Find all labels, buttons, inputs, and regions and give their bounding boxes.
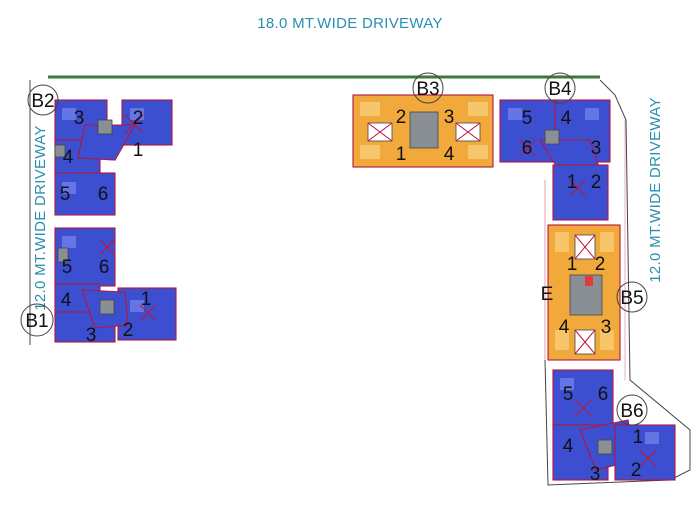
svg-text:3: 3 [86, 325, 97, 346]
svg-text:5: 5 [563, 384, 574, 405]
svg-text:6: 6 [99, 257, 110, 278]
svg-text:B5: B5 [620, 288, 643, 309]
block-b5 [547, 224, 621, 361]
units-b2: 3 2 1 4 5 6 [60, 108, 144, 205]
units-b5: 1 2 4 3 [559, 254, 612, 338]
svg-text:4: 4 [561, 108, 572, 129]
svg-text:2: 2 [631, 460, 642, 481]
svg-text:2: 2 [133, 108, 144, 129]
badge-b6: B6 [616, 394, 648, 426]
right-driveway-label: 12.0 MT.WIDE DRIVEWAY [647, 97, 664, 283]
svg-text:4: 4 [444, 144, 455, 165]
badge-b1: B1 [20, 303, 54, 337]
block-b1 [54, 227, 177, 343]
svg-text:B6: B6 [620, 401, 643, 422]
site-boundary [29, 79, 691, 486]
svg-text:2: 2 [123, 320, 134, 341]
svg-text:3: 3 [444, 107, 455, 128]
badge-b4: B4 [544, 72, 576, 104]
block-b2 [54, 99, 173, 216]
svg-text:2: 2 [396, 107, 407, 128]
badge-b5: B5 [616, 281, 648, 313]
units-b4: 5 4 6 3 1 2 [522, 108, 602, 193]
svg-text:1: 1 [141, 289, 152, 310]
svg-text:5: 5 [62, 257, 73, 278]
badge-b3: B3 [412, 72, 444, 104]
svg-text:4: 4 [61, 290, 72, 311]
block-b6 [552, 369, 676, 481]
label-e: E [541, 284, 554, 305]
svg-text:2: 2 [595, 254, 606, 275]
badge-b2: B2 [27, 84, 59, 116]
svg-text:1: 1 [567, 254, 578, 275]
svg-text:B1: B1 [25, 311, 48, 332]
svg-text:B2: B2 [31, 91, 54, 112]
svg-text:6: 6 [98, 184, 109, 205]
svg-text:1: 1 [567, 172, 578, 193]
svg-text:6: 6 [598, 384, 609, 405]
svg-text:5: 5 [60, 184, 71, 205]
svg-text:3: 3 [601, 317, 612, 338]
svg-text:3: 3 [74, 108, 85, 129]
svg-text:B4: B4 [548, 79, 572, 100]
svg-text:2: 2 [591, 172, 602, 193]
units-b3: 2 3 1 4 [396, 107, 455, 165]
svg-text:4: 4 [559, 317, 570, 338]
svg-text:3: 3 [590, 464, 601, 485]
block-b4 [499, 99, 611, 221]
block-b3 [352, 94, 494, 168]
svg-text:B3: B3 [416, 79, 439, 100]
units-b6: 5 6 1 4 3 2 [563, 384, 644, 485]
svg-text:1: 1 [133, 140, 144, 161]
svg-text:1: 1 [633, 427, 644, 448]
svg-text:6: 6 [522, 138, 533, 159]
svg-text:4: 4 [563, 436, 574, 457]
svg-text:4: 4 [63, 147, 74, 168]
svg-text:5: 5 [522, 108, 533, 129]
svg-text:1: 1 [396, 144, 407, 165]
top-driveway-label: 18.0 MT.WIDE DRIVEWAY [257, 15, 443, 32]
units-b1: 5 6 4 1 3 2 [61, 257, 152, 346]
left-driveway-label: 12.0 MT.WIDE DRIVEWAY [32, 125, 49, 311]
svg-text:3: 3 [591, 138, 602, 159]
